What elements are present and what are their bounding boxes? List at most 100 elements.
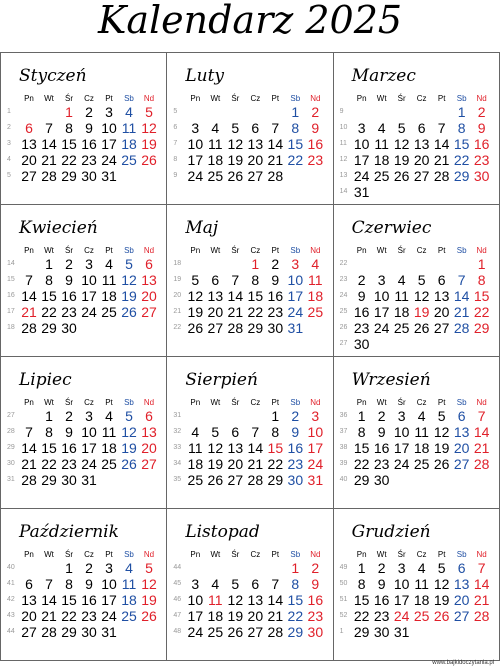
empty-day [205, 560, 225, 576]
day-cell: 8 [357, 576, 366, 592]
week-number: 14 [7, 260, 15, 267]
day-cell: 21 [247, 456, 264, 472]
day-cell: 11 [208, 136, 223, 152]
day-cell: 18 [393, 304, 410, 320]
day-cell: 12 [187, 288, 204, 304]
day-cell: 5 [125, 408, 133, 424]
day-cell: 11 [101, 424, 117, 440]
day-cell: 13 [207, 288, 224, 304]
weekday-header: Cz [84, 550, 94, 559]
day-cell: 3 [105, 104, 113, 120]
day-cell: 25 [101, 304, 117, 320]
day-cell: 27 [453, 608, 470, 624]
empty-day [305, 168, 325, 184]
week-number-header [173, 245, 185, 256]
day-cell: 19 [393, 152, 410, 168]
day-cell: 22 [267, 456, 284, 472]
empty-day [392, 256, 412, 272]
week-number: 16 [7, 292, 15, 299]
day-cell: 7 [271, 576, 280, 592]
weekday-header: Pn [24, 246, 34, 255]
day-cell: 7 [231, 272, 240, 288]
weekday-header: Pn [24, 94, 34, 103]
month-name: Kwiecień [19, 218, 98, 238]
day-cell: 29 [41, 472, 57, 488]
weekday-header: Pt [105, 94, 113, 103]
weekday-header: Śr [397, 398, 406, 407]
weekday-header: Sb [456, 550, 467, 559]
day-cell: 15 [453, 136, 470, 152]
weekday-header: Wt [210, 94, 221, 103]
day-cell: 28 [453, 320, 470, 336]
week-number-header [7, 245, 19, 256]
day-cell: 9 [291, 424, 300, 440]
weekday-header: Sb [290, 398, 301, 407]
day-cell: 3 [191, 576, 200, 592]
week-number: 23 [339, 276, 348, 283]
day-cell: 9 [477, 120, 486, 136]
day-cell: 7 [25, 424, 33, 440]
day-cell: 12 [141, 120, 157, 136]
week-number: 17 [7, 308, 15, 315]
day-cell: 18 [187, 456, 204, 472]
day-cell: 26 [413, 320, 430, 336]
day-cell: 22 [287, 608, 304, 624]
day-cell: 7 [271, 120, 280, 136]
day-cell: 10 [287, 272, 304, 288]
day-cell: 16 [81, 136, 97, 152]
weekday-header: Nd [310, 94, 321, 103]
day-cell: 15 [267, 440, 284, 456]
weekday-header: Nd [143, 398, 155, 407]
week-number: 11 [339, 140, 347, 147]
day-cell: 15 [41, 440, 57, 456]
empty-day [452, 256, 472, 272]
week-number: 45 [173, 580, 182, 587]
day-cell: 2 [271, 256, 280, 272]
day-cell: 18 [307, 288, 324, 304]
day-cell: 19 [227, 152, 244, 168]
day-cell: 14 [41, 592, 57, 608]
day-cell: 24 [353, 168, 370, 184]
day-cell: 7 [477, 560, 486, 576]
day-cell: 1 [357, 408, 366, 424]
empty-day [79, 320, 99, 336]
day-cell: 28 [473, 456, 490, 472]
empty-day [139, 168, 159, 184]
day-cell: 14 [21, 440, 37, 456]
footer-url[interactable]: www.bajkidoczytania.pl [432, 660, 494, 666]
day-cell: 23 [267, 304, 284, 320]
week-number: 43 [7, 612, 15, 619]
day-cell: 20 [247, 608, 264, 624]
empty-day [352, 256, 372, 272]
day-cell: 31 [353, 184, 370, 200]
day-cell: 16 [61, 288, 77, 304]
day-cell: 30 [373, 472, 390, 488]
day-cell: 30 [473, 168, 490, 184]
week-number: 18 [173, 260, 182, 267]
day-cell: 23 [373, 608, 390, 624]
day-cell: 26 [207, 472, 224, 488]
weekday-header: Sb [290, 550, 301, 559]
week-number: 3 [7, 140, 11, 147]
day-cell: 10 [187, 136, 204, 152]
empty-day [185, 104, 205, 120]
day-cell: 8 [457, 120, 466, 136]
day-cell: 7 [45, 120, 53, 136]
day-cell: 28 [247, 472, 264, 488]
weekday-header: Nd [143, 246, 155, 255]
day-cell: 13 [453, 424, 470, 440]
week-number: 52 [339, 612, 348, 619]
day-cell: 24 [393, 608, 410, 624]
